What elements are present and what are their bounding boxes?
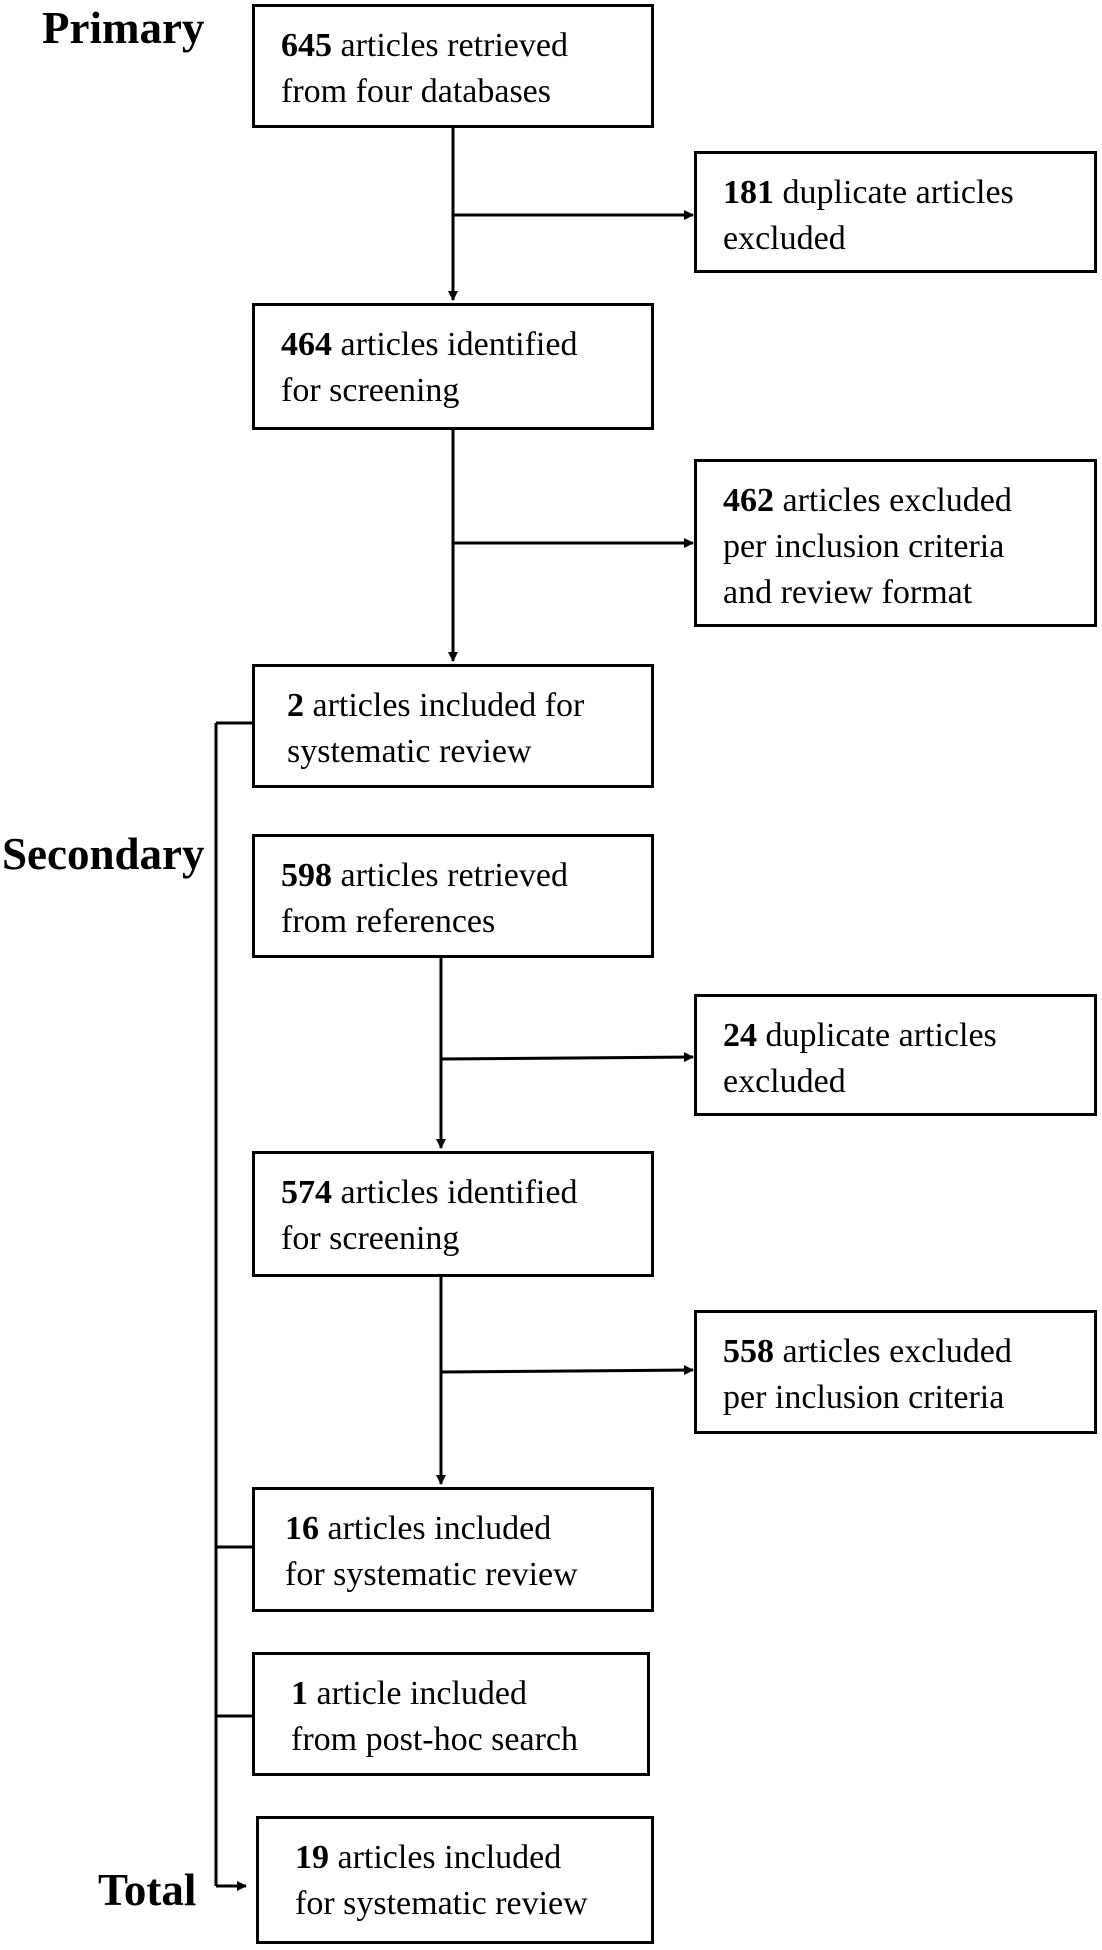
count: 462 bbox=[723, 482, 774, 519]
text: from post-hoc search bbox=[291, 1721, 579, 1758]
identified-secondary-box: 574 articles identified for screening bbox=[252, 1151, 654, 1277]
excluded-secondary-box: 558 articles excluded per inclusion crit… bbox=[694, 1310, 1097, 1434]
retrieved-references-box: 598 articles retrieved from references bbox=[252, 834, 654, 958]
duplicates-secondary-box: 24 duplicate articles excluded bbox=[694, 994, 1097, 1116]
text: articles included bbox=[319, 1510, 552, 1547]
count: 2 bbox=[287, 687, 304, 724]
text: duplicate articles bbox=[774, 174, 1014, 211]
included-primary-box: 2 articles included for systematic revie… bbox=[252, 664, 654, 788]
secondary-section-label: Secondary bbox=[2, 829, 205, 879]
excluded-primary-box: 462 articles excluded per inclusion crit… bbox=[694, 459, 1097, 627]
included-secondary-box: 16 articles included for systematic revi… bbox=[252, 1487, 654, 1612]
text: from four databases bbox=[281, 73, 552, 110]
text: from references bbox=[281, 903, 496, 940]
total-box: 19 articles included for systematic revi… bbox=[256, 1816, 654, 1944]
text: duplicate articles bbox=[757, 1017, 997, 1054]
count: 24 bbox=[723, 1017, 757, 1054]
text: articles excluded bbox=[774, 1333, 1012, 1370]
primary-section-label: Primary bbox=[42, 3, 205, 53]
text: articles excluded bbox=[774, 482, 1012, 519]
count: 464 bbox=[281, 326, 332, 363]
count: 1 bbox=[291, 1675, 308, 1712]
text: systematic review bbox=[287, 733, 532, 770]
text: per inclusion criteria bbox=[723, 1379, 1005, 1416]
count: 558 bbox=[723, 1333, 774, 1370]
text: for systematic review bbox=[295, 1885, 588, 1922]
text: for screening bbox=[281, 372, 460, 409]
text: articles retrieved bbox=[332, 27, 568, 64]
text: articles included for bbox=[304, 687, 585, 724]
text: articles identified bbox=[332, 326, 578, 363]
text: excluded bbox=[723, 1063, 846, 1100]
total-section-label: Total bbox=[98, 1865, 197, 1915]
identified-primary-box: 464 articles identified for screening bbox=[252, 303, 654, 430]
count: 181 bbox=[723, 174, 774, 211]
posthoc-box: 1 article included from post-hoc search bbox=[252, 1652, 650, 1776]
text: articles retrieved bbox=[332, 857, 568, 894]
count: 19 bbox=[295, 1839, 329, 1876]
text: excluded bbox=[723, 220, 846, 257]
text: for systematic review bbox=[285, 1556, 578, 1593]
count: 645 bbox=[281, 27, 332, 64]
text: article included bbox=[308, 1675, 528, 1712]
count: 574 bbox=[281, 1174, 332, 1211]
count: 598 bbox=[281, 857, 332, 894]
text: articles identified bbox=[332, 1174, 578, 1211]
text: for screening bbox=[281, 1220, 460, 1257]
retrieved-databases-box: 645 articles retrieved from four databas… bbox=[252, 4, 654, 128]
text: and review format bbox=[723, 574, 973, 611]
arrow-to-excluded-secondary bbox=[440, 1365, 694, 1376]
duplicates-primary-box: 181 duplicate articles excluded bbox=[694, 151, 1097, 273]
arrow-to-duplicates-secondary bbox=[440, 1052, 694, 1063]
text: per inclusion criteria bbox=[723, 528, 1005, 565]
count: 16 bbox=[285, 1510, 319, 1547]
text: articles included bbox=[329, 1839, 562, 1876]
